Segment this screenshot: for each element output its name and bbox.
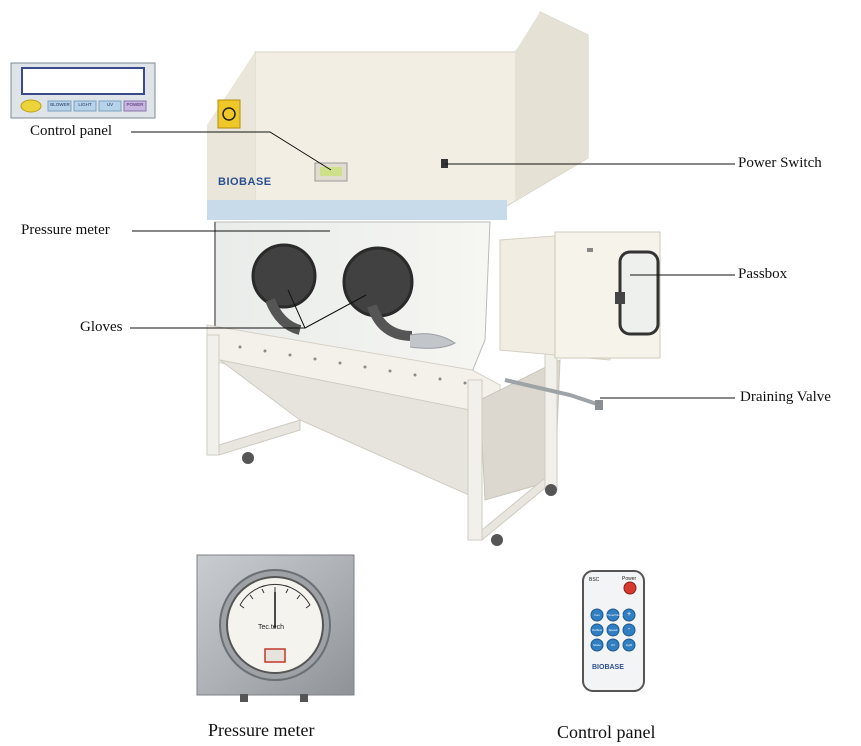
draining-valve-icon [595,400,603,410]
callout-passbox: Passbox [738,266,788,282]
right-glove-port [342,246,414,318]
cabinet-top-front [207,52,255,210]
remote-key[interactable] [590,638,604,652]
front-left-leg [206,334,220,456]
remote-key-label: Outflow [591,628,603,632]
callout-gloves: Gloves [80,319,123,335]
remote-key[interactable] [606,638,620,652]
caption-pressure-meter: Pressure meter [208,720,315,740]
caster-wheel [545,484,557,496]
remote-key[interactable] [622,638,636,652]
callout-power-switch: Power Switch [738,155,822,171]
remote-key[interactable] [606,608,620,622]
left-glove-port [251,243,317,309]
remote-key[interactable] [606,623,620,637]
control-panel-display [21,67,145,95]
remote-key-label: Fan [594,613,600,617]
remote-label-bsc: BSC [589,577,600,583]
remote-key-label: Light [625,643,633,647]
callout-pressure-meter: Pressure meter [21,222,110,238]
front-right-leg [467,379,483,541]
gauge-zero-adjust [264,648,286,663]
remote-key-label: Timer/Clean [607,613,624,617]
glove-hand [409,333,456,349]
panel-label-power: POWER [126,102,144,107]
cabinet-lcd [320,167,342,176]
biohazard-sticker [217,99,241,129]
remote-brand: BIOBASE [592,664,624,671]
remote-key[interactable] [590,623,604,637]
callout-draining-valve: Draining Valve [740,389,831,405]
passbox-window [618,250,660,336]
remote-key-label: Mode [593,643,601,647]
panel-label-blower: BLOWER [50,102,70,107]
remote-key[interactable] [622,623,636,637]
panel-button-uv [98,100,122,112]
remote-key[interactable] [590,608,604,622]
caster-wheel [491,534,503,546]
rear-right-leg [544,349,558,491]
passbox-latch-icon [615,292,625,304]
panel-button-light [73,100,97,112]
panel-label-uv: UV [106,102,114,107]
gauge-brand: Tec.tech [258,624,285,631]
cabinet-brand: BIOBASE [218,176,272,188]
panel-button-power [123,100,147,112]
remote-key-label: UV [610,643,616,647]
remote-key-label: - [627,626,631,633]
remote-power-button[interactable] [623,581,637,595]
caption-control-panel: Control panel [557,722,656,742]
remote-key-label: + [626,611,632,618]
panel-indicator-light [20,99,42,113]
cabinet-top-side [515,12,588,200]
control-panel-leader [131,131,332,171]
biohazard-icon [222,107,236,121]
panel-button-blower [47,100,72,112]
callout-control-panel: Control panel [30,123,113,139]
draining-valve-pipe [504,378,601,407]
remote-key[interactable] [622,608,636,622]
remote-key-label: Speed [608,628,618,632]
cabinet-blue-stripe [207,200,507,220]
caster-wheel [242,452,254,464]
remote-keypad [590,608,636,652]
gloves-leader-b [304,294,367,329]
power-switch-icon [441,159,448,168]
callout-lines [130,131,735,399]
remote-label-power: Power [622,576,637,582]
panel-label-light: LIGHT [78,102,92,107]
